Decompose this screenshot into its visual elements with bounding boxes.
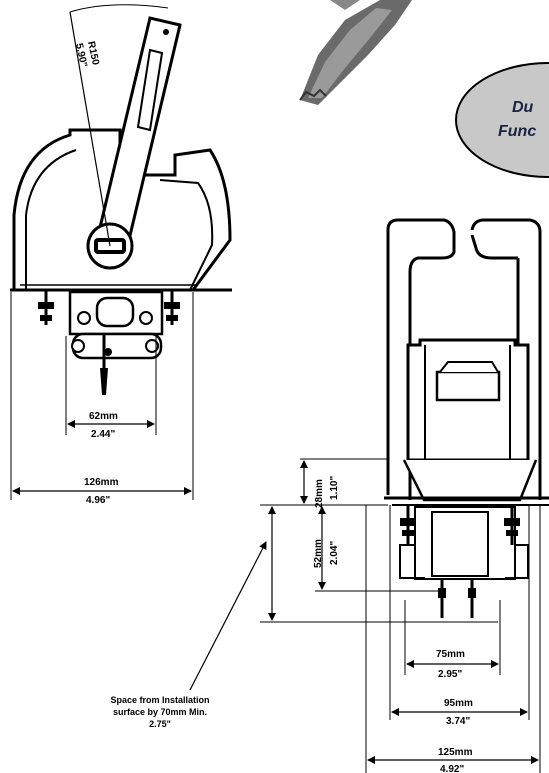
width-b-mm-label: 95mm: [444, 698, 473, 709]
cable-connector-image: [299, 0, 412, 105]
width-a-in-label: 2.95": [438, 669, 462, 680]
right-front-view: 28mm 1.10" 52mm 2.04" 75mm 2.95" 95mm 3.…: [260, 218, 549, 773]
front-bolt-right: [504, 505, 520, 545]
note-line-2: surface by 70mm Min.: [113, 707, 207, 717]
function-badge: Du Func: [455, 62, 549, 178]
front-bolt-left: [400, 505, 416, 545]
badge-line-1: Du: [512, 99, 534, 116]
left-side-view: R150 5.90" 62mm 2.44": [10, 4, 232, 506]
inner-width-mm-label: 62mm: [89, 411, 118, 422]
height-mid-in-label: 2.04": [329, 541, 340, 565]
outer-width-mm-label: 126mm: [84, 477, 119, 488]
note-line-1: Space from Installation: [110, 695, 209, 705]
height-top-in-label: 1.10": [329, 476, 340, 500]
width-b-in-label: 3.74": [446, 716, 470, 727]
badge-line-2: Func: [498, 123, 536, 140]
radius-mm-label: R150: [85, 40, 101, 66]
width-c-in-label: 4.92": [440, 764, 464, 773]
outer-width-in-label: 4.96": [86, 495, 110, 506]
width-c-mm-label: 125mm: [438, 747, 473, 758]
width-a-mm-label: 75mm: [436, 649, 465, 660]
inner-width-in-label: 2.44": [91, 429, 115, 440]
mount-bolt-left: [38, 290, 54, 325]
height-mid-mm-label: 52mm: [313, 539, 324, 568]
radius-in-label: 5.90": [73, 42, 89, 68]
mount-bolt-right: [164, 290, 180, 325]
height-top-mm-label: 28mm: [314, 479, 325, 508]
installation-note: Space from Installation surface by 70mm …: [110, 541, 267, 729]
note-line-3: 2.75": [149, 719, 171, 729]
